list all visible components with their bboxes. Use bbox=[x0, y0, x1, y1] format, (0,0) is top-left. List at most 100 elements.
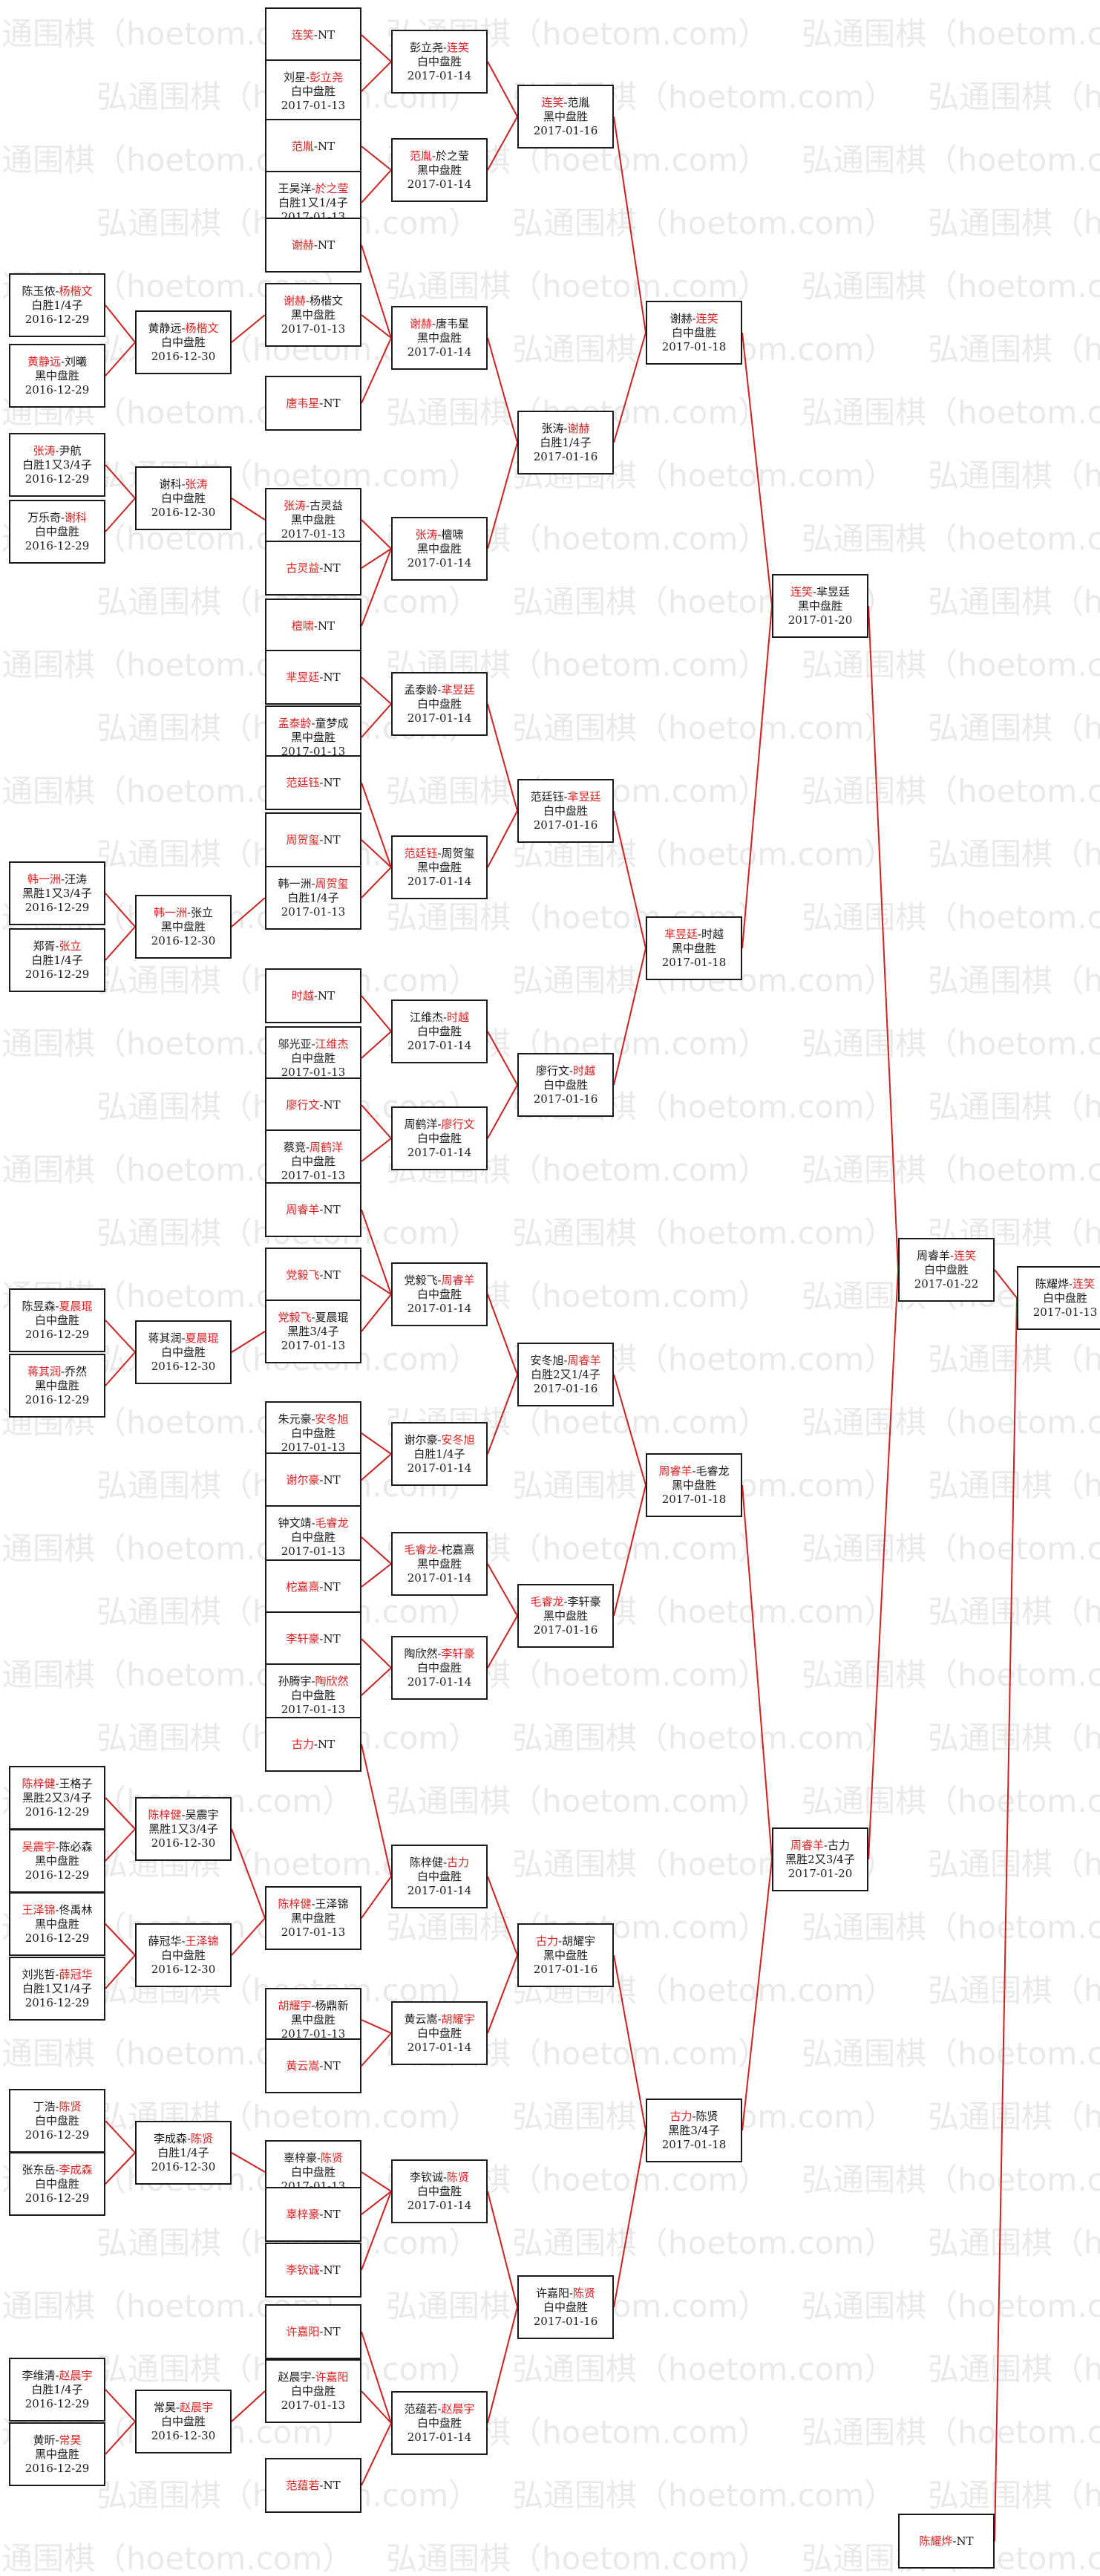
match-box-r3-35[interactable]: 许嘉阳-NT bbox=[265, 2304, 361, 2359]
player-a: 陈梓健 bbox=[22, 1776, 56, 1790]
match-box-r3-33[interactable]: 辜梓豪-NT bbox=[265, 2187, 361, 2242]
match-date: 2017-01-16 bbox=[533, 1623, 598, 1637]
connector-r1-0-r2-0 bbox=[105, 304, 136, 343]
player-b: 连笑 bbox=[447, 40, 470, 54]
match-players: 谢尔豪-NT bbox=[286, 1473, 341, 1487]
match-box-r3-23[interactable]: 谢尔豪-NT bbox=[265, 1452, 361, 1507]
player-a: 朱元豪 bbox=[278, 1412, 312, 1426]
match-box-r3-17[interactable]: 廖行文-NT bbox=[265, 1077, 361, 1132]
match-box-r3-25[interactable]: 柁嘉熹-NT bbox=[265, 1559, 361, 1614]
match-box-r3-31[interactable]: 黄云嵩-NT bbox=[265, 2038, 361, 2093]
match-result: 白中盘胜 bbox=[160, 2414, 206, 2428]
match-box-r8-1[interactable]: 陈耀烨-NT bbox=[898, 2514, 995, 2569]
match-players: 周睿羊-NT bbox=[286, 1202, 341, 1216]
player-b: 周睿羊 bbox=[567, 1353, 601, 1367]
match-result: 白胜1又3/4子 bbox=[22, 457, 92, 472]
player-a: 韩一洲 bbox=[278, 876, 312, 890]
match-result: 白中盘胜 bbox=[160, 1948, 206, 1962]
match-box-r3-15[interactable]: 时越-NT bbox=[265, 968, 361, 1023]
match-box-r3-26[interactable]: 李轩豪-NT bbox=[265, 1611, 361, 1666]
match-box-r3-37[interactable]: 范蕴若-NT bbox=[265, 2458, 361, 2513]
match-box-r3-8[interactable]: 古灵益-NT bbox=[265, 541, 361, 596]
match-box-r3-10[interactable]: 芈昱廷-NT bbox=[265, 650, 361, 705]
match-box-r3-6[interactable]: 唐韦星-NT bbox=[265, 376, 361, 431]
match-box-r3-0[interactable]: 连笑-NT bbox=[265, 7, 361, 62]
match-box-r3-2[interactable]: 范胤-NT bbox=[265, 119, 361, 174]
match-box-r3-34[interactable]: 李钦诚-NT bbox=[265, 2243, 361, 2298]
match-box-r3-19[interactable]: 周睿羊-NT bbox=[265, 1182, 361, 1237]
match-box-r3-4[interactable]: 谢赫-NT bbox=[265, 218, 361, 273]
match-box-r3-20[interactable]: 党毅飞-NT bbox=[265, 1248, 361, 1302]
match-box-r3-9[interactable]: 檀啸-NT bbox=[265, 599, 361, 653]
match-box-r3-12[interactable]: 范廷钰-NT bbox=[265, 755, 361, 810]
match-result: 白胜1/4子 bbox=[540, 435, 592, 449]
match-box-r3-13[interactable]: 周贺玺-NT bbox=[265, 812, 361, 867]
connector-r1-15-r2-7 bbox=[105, 2421, 136, 2455]
connector-r4-15-r5-7 bbox=[487, 2306, 518, 2424]
match-box-r3-28[interactable]: 古力-NT bbox=[265, 1717, 361, 1772]
